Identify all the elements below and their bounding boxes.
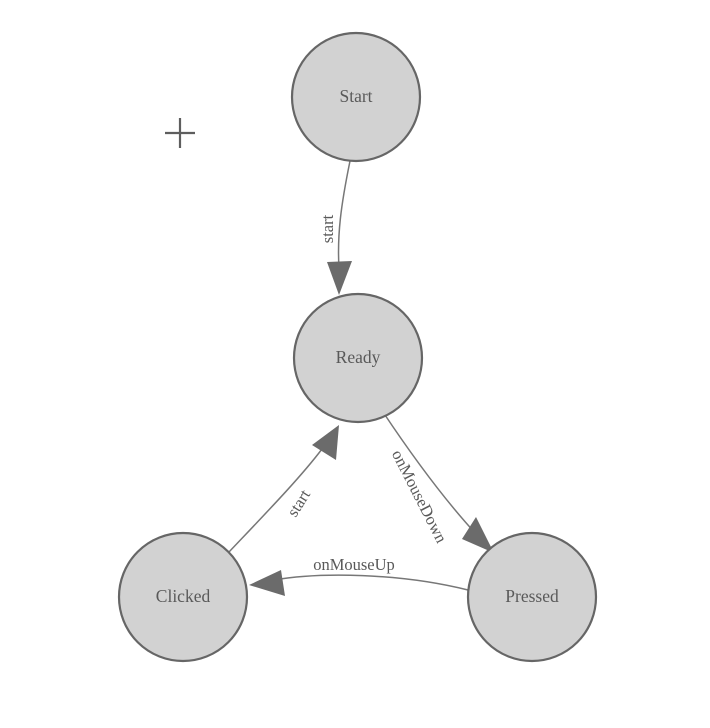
node-label: Clicked <box>156 586 211 606</box>
edge-ready-to-pressed[interactable] <box>382 411 494 553</box>
node-label: Pressed <box>505 586 559 606</box>
edge-pressed-to-clicked[interactable] <box>249 570 469 596</box>
edge-line <box>273 574 469 591</box>
node-shape <box>292 292 424 424</box>
arrowhead-icon <box>462 517 494 553</box>
node-label: Ready <box>336 347 381 367</box>
arrowhead-icon <box>249 570 285 596</box>
edge-label-start-to-ready: start <box>318 214 337 243</box>
edge-label-clicked-to-ready: start <box>283 486 314 521</box>
node-pressed[interactable]: Pressed <box>466 531 598 663</box>
arrowhead-icon <box>327 261 352 295</box>
node-shape <box>117 531 249 663</box>
edge-label-pressed-to-clicked: onMouseUp <box>313 555 395 574</box>
edge-start-to-ready[interactable] <box>327 160 352 295</box>
crosshair-icon <box>165 118 195 148</box>
edge-line <box>228 448 323 553</box>
node-start[interactable]: Start <box>290 31 422 163</box>
edge-line <box>382 411 478 536</box>
edge-line <box>337 160 351 269</box>
node-shape <box>466 531 598 663</box>
node-label: Start <box>339 86 372 106</box>
edge-label-ready-to-pressed: onMouseDown <box>388 447 451 546</box>
node-ready[interactable]: Ready <box>292 292 424 424</box>
edge-clicked-to-ready[interactable] <box>228 425 339 553</box>
arrowhead-icon <box>312 425 339 460</box>
node-clicked[interactable]: Clicked <box>117 531 249 663</box>
node-shape <box>290 31 422 163</box>
